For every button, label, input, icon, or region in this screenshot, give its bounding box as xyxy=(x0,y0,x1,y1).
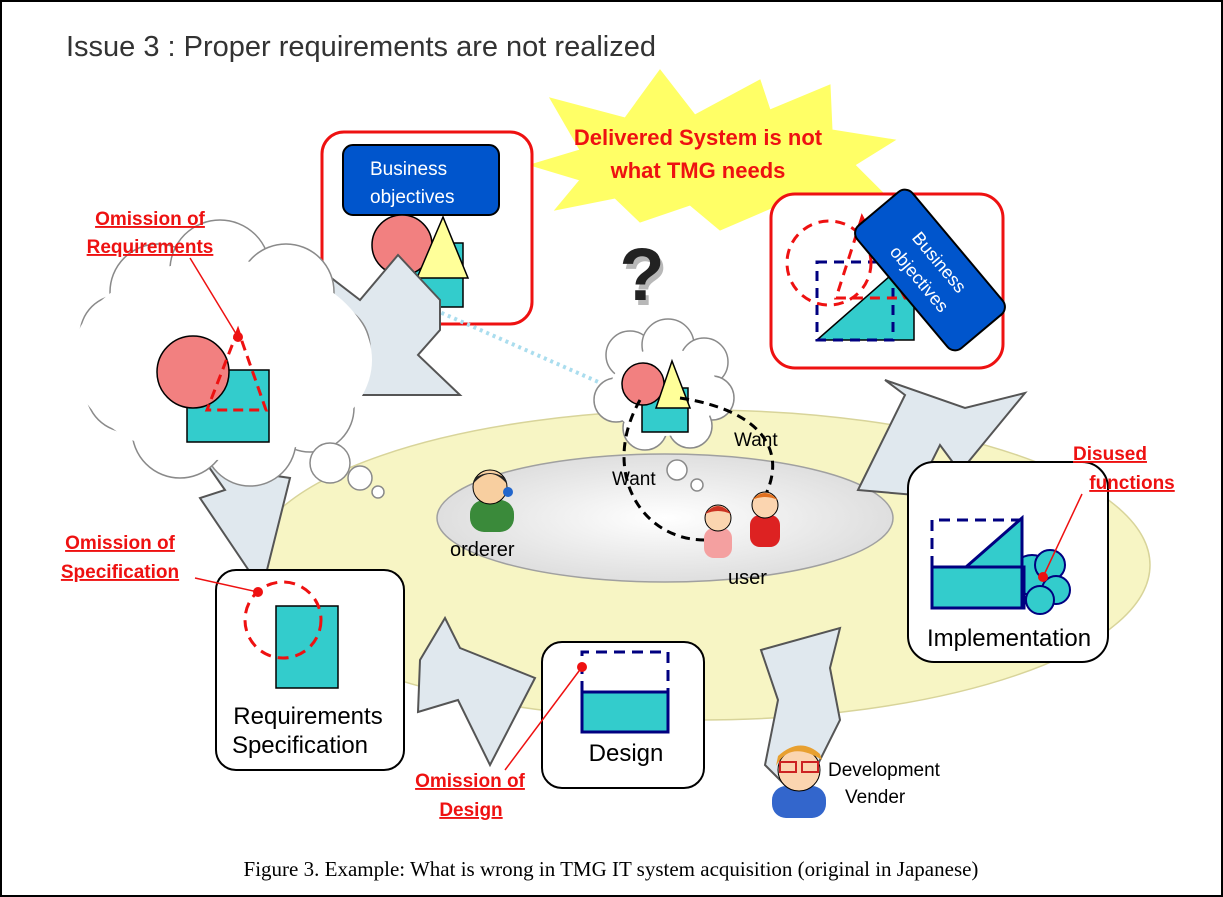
orderer-label: orderer xyxy=(450,539,515,561)
design-label: Design xyxy=(589,740,664,767)
omission-specification-dot xyxy=(253,587,263,597)
cloud-bubble-2 xyxy=(347,465,373,491)
omission-requirements-line2: Requirements xyxy=(87,237,214,258)
omission-requirements-pointer xyxy=(189,257,239,338)
figure-caption: Figure 3. Example: What is wrong in TMG … xyxy=(244,857,979,881)
spec-teal-square xyxy=(275,605,339,689)
question-mark-shadow: ? xyxy=(622,238,667,321)
dashed-square xyxy=(815,260,895,342)
cloud-dashed-triangle xyxy=(204,325,269,412)
wants-bubble-1 xyxy=(666,459,688,481)
omission-specification-pointer xyxy=(194,577,259,593)
dotted-link xyxy=(434,308,613,390)
disused-functions-line1: Disused xyxy=(1073,444,1147,465)
cloud-bubble-1 xyxy=(309,442,351,484)
banner-line1: Delivered System is not xyxy=(574,125,823,150)
vender-line2: Vender xyxy=(845,787,906,808)
dashed-circle xyxy=(785,219,873,307)
user-label: user xyxy=(728,567,767,589)
want-path-left xyxy=(622,399,706,542)
vender-line1: Development xyxy=(828,760,941,781)
stakeholder-ellipse xyxy=(436,453,894,583)
omission-specification-line1: Omission of xyxy=(65,533,175,554)
yellow-triangle xyxy=(415,215,470,279)
business-objectives-box xyxy=(342,144,500,216)
banner-line2: what TMG needs xyxy=(610,158,786,183)
dashed-triangle xyxy=(833,213,908,300)
want-path-right xyxy=(679,396,775,501)
business-box-line2: objectives xyxy=(370,187,455,208)
want-label-left: Want xyxy=(612,469,656,490)
wants-bubble-2 xyxy=(690,478,704,492)
orderer-avatar xyxy=(470,469,514,532)
user-avatar-2 xyxy=(750,491,780,547)
omission-requirements-dot xyxy=(233,332,243,342)
omission-design-dot xyxy=(577,662,587,672)
page-title: Issue 3 : Proper requirements are not re… xyxy=(66,31,656,63)
disused-functions-line2: functions xyxy=(1089,473,1175,494)
spec-dashed-circle xyxy=(243,580,323,660)
wants-yellow-triangle xyxy=(654,358,692,409)
want-label-right: Want xyxy=(734,430,778,451)
omission-design-pointer xyxy=(504,666,583,771)
vender-avatar xyxy=(772,745,826,818)
cloud-bubble-3 xyxy=(371,485,385,499)
req-spec-line1: Requirements xyxy=(233,703,382,730)
disused-functions-dot xyxy=(1038,572,1048,582)
question-mark: ? xyxy=(619,233,664,316)
omission-design-line1: Omission of xyxy=(415,771,525,792)
implementation-dashed-top xyxy=(930,518,1022,567)
cloud-pink-circle xyxy=(156,335,230,409)
user-avatar-1 xyxy=(704,504,732,558)
omission-design-line2: Design xyxy=(439,800,502,821)
omission-specification-line2: Specification xyxy=(61,562,179,583)
arrow-to-design xyxy=(416,615,537,768)
implementation-teal-rect xyxy=(930,565,1026,610)
design-teal-rect xyxy=(580,690,670,734)
implementation-label: Implementation xyxy=(927,625,1091,652)
omission-requirements-line1: Omission of xyxy=(95,209,205,230)
req-spec-line2: Specification xyxy=(232,732,368,759)
wants-pink-circle xyxy=(621,362,665,406)
business-box-line1: Business xyxy=(370,159,447,180)
disused-functions-pointer xyxy=(1042,493,1083,578)
